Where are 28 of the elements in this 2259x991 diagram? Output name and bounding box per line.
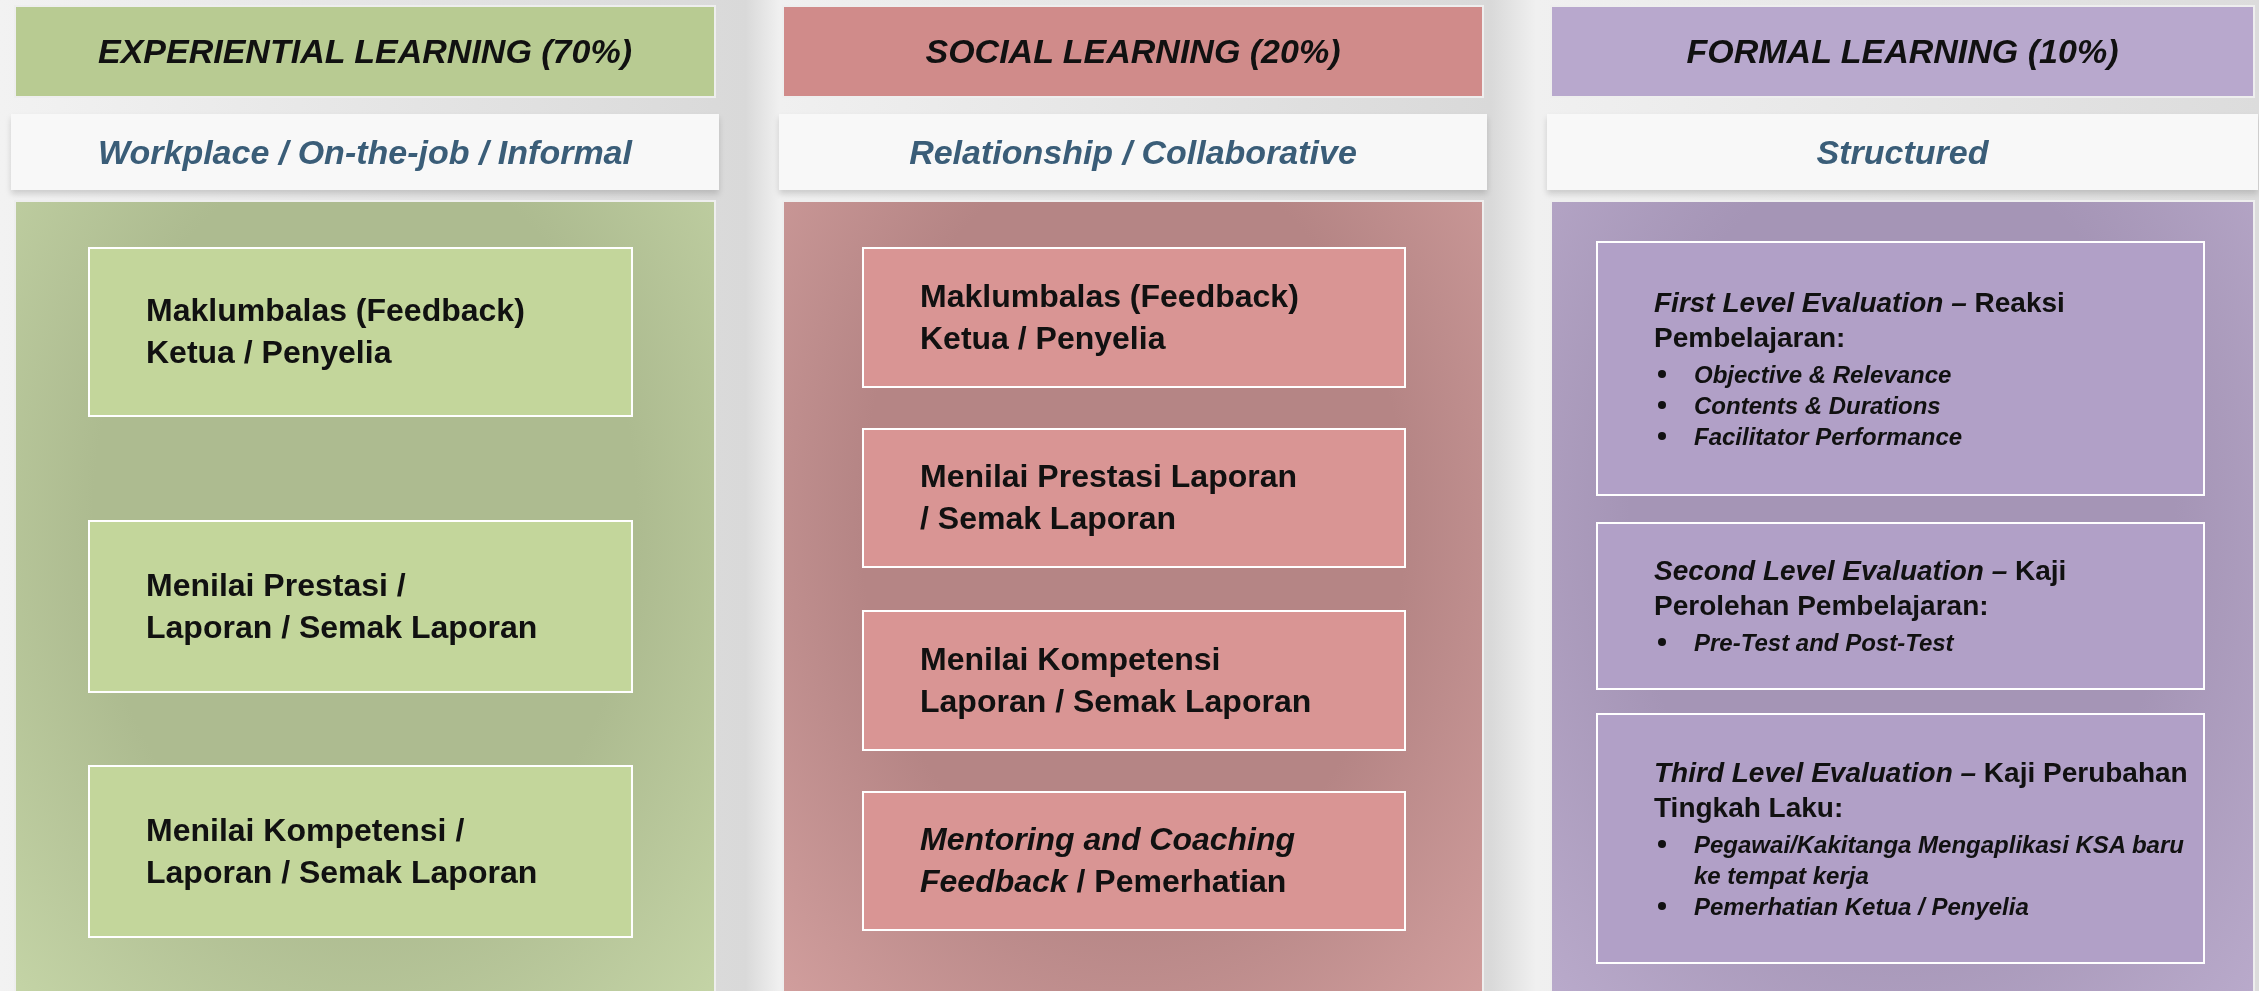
activity-box: Menilai Kompetensi / Laporan / Semak Laporan <box>88 765 633 938</box>
column-panel <box>782 200 1484 991</box>
column-panel <box>1550 200 2255 991</box>
bullet-text: Facilitator Performance <box>1694 422 1963 453</box>
bullet-text: Pegawai/Kakitanga Mengaplikasi KSA baru ke tempat kerja <box>1694 829 2185 891</box>
activity-box: Mentoring and Coaching Feedback / Pemerhatian <box>862 791 1406 931</box>
evaluation-box <box>1596 713 2205 964</box>
bullet-text: Objective & Relevance <box>1694 359 1952 390</box>
column-header: EXPERIENTIAL LEARNING (70%) <box>14 5 716 98</box>
evaluation-box <box>1596 522 2205 690</box>
bullet-text: Contents & Durations <box>1694 390 1941 421</box>
bullet-text: Pemerhatian Ketua / Penyelia <box>1694 892 2029 923</box>
subtitle-band: Structured <box>1547 114 2258 190</box>
column-panel <box>14 200 716 991</box>
activity-box: Menilai Kompetensi Laporan / Semak Laporan <box>862 610 1406 751</box>
evaluation-heading: Second Level Evaluation – Kaji Perolehan Pembelajaran: <box>1654 554 2068 624</box>
activity-box: Maklumbalas (Feedback) Ketua / Penyelia <box>862 247 1406 388</box>
evaluation-heading: First Level Evaluation – Reaksi Pembelajaran: <box>1654 285 2066 355</box>
bullet-text: Pre-Test and Post-Test <box>1694 628 1954 659</box>
activity-box: Maklumbalas (Feedback) Ketua / Penyelia <box>88 247 633 417</box>
subtitle-band: Workplace / On-the-job / Informal <box>11 114 719 190</box>
evaluation-box <box>1596 241 2205 496</box>
column-header: FORMAL LEARNING (10%) <box>1550 5 2255 98</box>
evaluation-heading: Third Level Evaluation – Kaji Perubahan Tingkah Laku: <box>1654 755 2189 825</box>
activity-box: Menilai Prestasi / Laporan / Semak Laporan <box>88 520 633 693</box>
column-header: SOCIAL LEARNING (20%) <box>782 5 1484 98</box>
subtitle-band: Relationship / Collaborative <box>779 114 1487 190</box>
activity-box: Menilai Prestasi Laporan / Semak Laporan <box>862 428 1406 568</box>
